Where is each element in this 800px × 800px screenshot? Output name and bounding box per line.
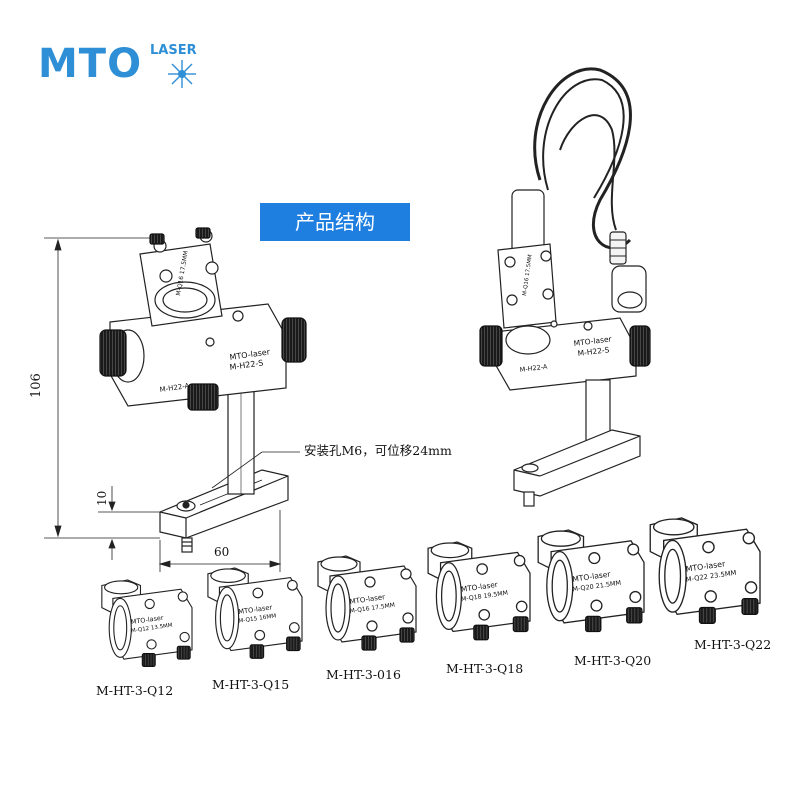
dimension-base-height: 10: [95, 491, 109, 506]
assembled-mount-drawing: [479, 67, 651, 507]
mount-hole-annotation: 安装孔M6，可位移24mm: [304, 443, 452, 458]
logo-text: MTO: [38, 41, 143, 87]
assembled-engraving-model-alt: M-H22-A: [519, 363, 548, 374]
dimension-height: 106: [29, 373, 44, 398]
part-engraving-model: M-Q15 16MM: [238, 613, 277, 624]
part-label-q16: M-HT-3-016: [326, 667, 401, 682]
part-label-q12: M-HT-3-Q12: [96, 683, 174, 698]
part-engraving-model: M-Q12 13.5MM: [131, 623, 174, 635]
dimension-width: 60: [214, 545, 229, 559]
dimension-lines: [44, 237, 282, 572]
assembled-top-engraving: M-Q16 17.5MM: [522, 254, 534, 296]
assembled-engraving-model: M-H22-S: [577, 345, 610, 358]
part-label-q15: M-HT-3-Q15: [212, 677, 290, 692]
part-label-q18: M-HT-3-Q18: [446, 661, 524, 676]
brand-logo: MTO LASER: [38, 40, 208, 102]
section-title-banner: 产品结构: [260, 203, 410, 241]
mount-hole-leader: [211, 451, 300, 489]
logo-subtext: LASER: [150, 43, 197, 58]
main-mount-drawing: [99, 227, 307, 553]
part-label-q20: M-HT-3-Q20: [574, 653, 652, 668]
laser-burst-icon: [168, 60, 196, 88]
part-label-q22: M-HT-3-Q22: [694, 637, 772, 652]
